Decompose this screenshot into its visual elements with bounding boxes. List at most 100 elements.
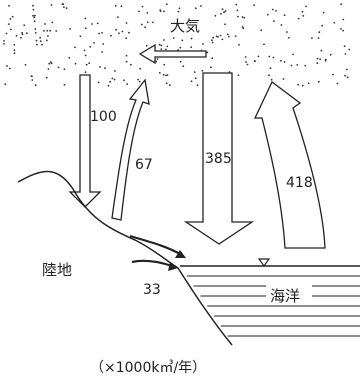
- atmosphere-dot: [194, 77, 197, 80]
- ocean-label: 海洋: [270, 287, 300, 305]
- atmosphere-dot: [6, 65, 8, 67]
- atmosphere-dot: [166, 45, 169, 48]
- atmosphere-dot: [36, 43, 38, 46]
- atmosphere-dot: [297, 17, 300, 20]
- atmosphere-dot: [343, 45, 346, 48]
- atmosphere-dot: [344, 74, 346, 77]
- atmosphere-dot: [226, 33, 229, 36]
- atmosphere-dot: [307, 82, 310, 85]
- atmosphere-dot: [340, 3, 343, 6]
- atmosphere-dot: [89, 45, 92, 48]
- atmosphere-dot: [305, 5, 307, 8]
- atmosphere-dot: [49, 29, 51, 32]
- atmosphere-dot: [211, 57, 214, 60]
- atmosphere-dot: [111, 77, 114, 80]
- atmosphere-dot: [138, 10, 140, 13]
- atmosphere-dot: [311, 37, 313, 39]
- atmosphere-dot: [322, 11, 325, 14]
- atmosphere-dot: [316, 62, 319, 65]
- atmosphere-dot: [217, 36, 220, 38]
- atmosphere-dot: [166, 74, 169, 76]
- atmosphere-dot: [253, 4, 256, 7]
- atmosphere-dot: [69, 28, 71, 30]
- atmosphere-dot: [286, 31, 288, 33]
- atmosphere-dot: [146, 21, 149, 24]
- atmosphere-dot: [46, 39, 48, 42]
- atmosphere-dot: [179, 60, 182, 63]
- atmosphere-dot: [97, 81, 100, 84]
- atmosphere-dot: [41, 43, 43, 46]
- atmosphere-dot: [8, 5, 10, 7]
- atmosphere-dot: [329, 53, 332, 56]
- atmosphere-dot: [220, 12, 222, 15]
- atmosphere-dot: [320, 49, 323, 52]
- atmosphere-dot: [152, 21, 154, 24]
- atmosphere-dot: [243, 16, 246, 19]
- atmosphere-dot: [238, 44, 240, 46]
- atmosphere-dot: [23, 24, 26, 26]
- atmosphere-dot: [50, 62, 53, 65]
- atmosphere-dot: [344, 53, 347, 55]
- atmosphere-dot: [33, 20, 36, 23]
- atmosphere-dot: [165, 3, 168, 6]
- ocean-precipitation-value: 385: [205, 151, 232, 167]
- atmosphere-dot: [215, 35, 218, 38]
- atmosphere-dot: [210, 66, 212, 69]
- atmosphere-dot: [253, 60, 256, 62]
- atmosphere-dot: [237, 74, 240, 77]
- atmosphere-dot: [68, 57, 71, 59]
- atmosphere-dot: [34, 28, 37, 30]
- unit-caption: （×1000k㎥/年）: [90, 360, 206, 376]
- atmosphere-dot: [123, 79, 125, 82]
- atmosphere-dot: [270, 78, 273, 81]
- atmosphere-dot: [9, 67, 11, 70]
- atmosphere-dot: [172, 37, 175, 39]
- atmosphere-dot: [156, 58, 159, 60]
- runoff-arrowhead-upper: [175, 250, 186, 258]
- atmosphere-dot: [34, 14, 36, 17]
- atmosphere-dot: [246, 63, 249, 66]
- atmosphere-dot: [228, 35, 230, 38]
- atmosphere-dot: [98, 32, 100, 35]
- atmosphere-dot: [30, 75, 33, 78]
- atmosphere-dot: [47, 35, 49, 37]
- atmosphere-dot: [332, 73, 334, 76]
- atmosphere-dot: [84, 17, 87, 20]
- atmosphere-dot: [316, 57, 319, 60]
- atmosphere-dot: [32, 14, 34, 17]
- atmosphere-dot: [190, 80, 193, 83]
- atmosphere-dot: [211, 39, 213, 42]
- atmosphere-dot: [224, 10, 227, 13]
- atmosphere-dot: [273, 20, 275, 22]
- atmosphere-dot: [25, 32, 28, 35]
- land-evaporation-value: 67: [135, 157, 153, 173]
- atmosphere-dot: [160, 44, 163, 47]
- atmosphere-dot: [21, 33, 24, 36]
- atmosphere-dot: [165, 82, 168, 85]
- atmosphere-dot: [138, 80, 141, 83]
- atmosphere-dot: [113, 78, 116, 81]
- atmosphere-dot: [163, 10, 165, 13]
- atmosphere-dot: [178, 7, 181, 10]
- atmosphere-dot: [24, 63, 27, 66]
- atmosphere-dot: [121, 30, 124, 33]
- atmosphere-dot: [221, 8, 224, 11]
- atmosphere-dot: [46, 29, 49, 32]
- atmosphere-dot: [115, 28, 117, 31]
- atmosphere-dot: [336, 82, 339, 85]
- atmosphere-dot: [317, 37, 320, 39]
- atmosphere-dot: [34, 32, 37, 34]
- atmosphere-dot: [83, 49, 86, 52]
- atmosphere-dot: [145, 44, 148, 47]
- atmosphere-dot: [84, 54, 87, 57]
- atmosphere-dot: [55, 30, 58, 32]
- atmosphere-dot: [96, 22, 99, 25]
- land-label: 陸地: [42, 261, 72, 279]
- atmosphere-dot: [47, 68, 50, 70]
- atmosphere-dot: [120, 5, 123, 8]
- atmosphere-dot: [268, 55, 271, 58]
- atmosphere-dot: [140, 23, 143, 26]
- atmosphere-dot: [117, 16, 119, 18]
- atmosphere-dot: [39, 40, 42, 43]
- atmosphere-dot: [202, 43, 204, 45]
